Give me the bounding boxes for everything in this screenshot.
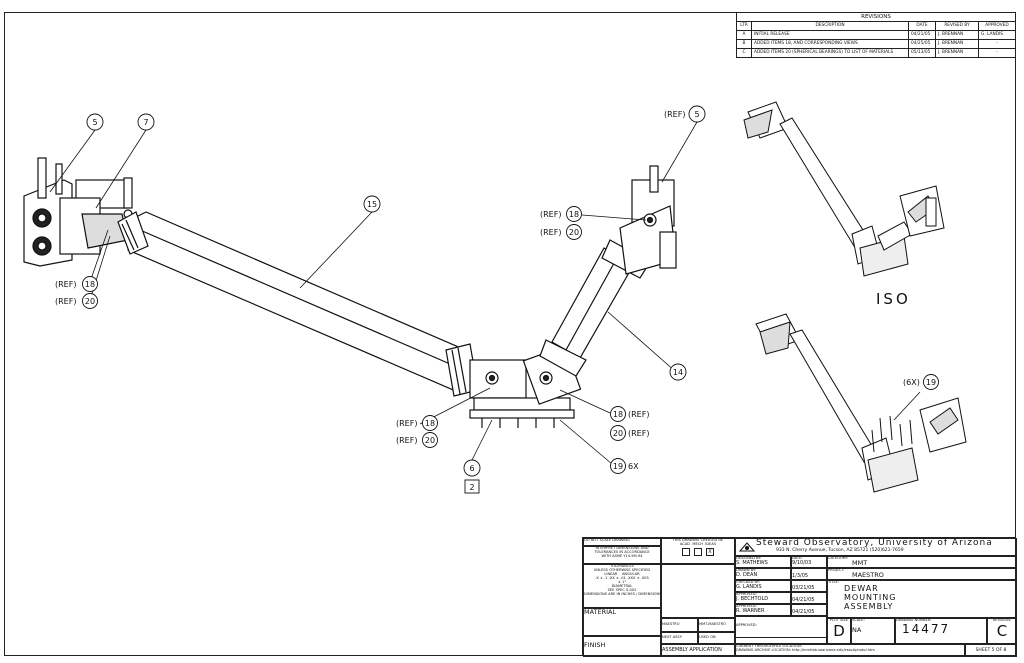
sheet-border [4,12,1016,656]
title-block: DO NOT SCALE DRAWING INTERPRET DIMENSION… [582,537,1017,657]
title-line-2: MOUNTING [844,592,897,602]
drawing-number-field: DRAWING NUMBER:14477 [895,618,987,644]
callout-2: 2 [469,483,474,492]
title-field: TITLE: DEWAR MOUNTING ASSEMBLY [827,580,1017,618]
ref-label: (REF) [396,436,417,445]
callout-5-right: 5 [694,110,699,119]
title-line-3: ASSEMBLY [844,601,894,611]
cad-created-in: THIS DRAWING CREATED IN: ACAD MECH IDEAS… [661,538,735,564]
approved-2-date: 04/21/05 [791,604,827,616]
checkbox-acad [682,547,690,556]
scale-field: SCALE:NA [851,618,895,644]
qty-6x: 6X [628,462,639,471]
rev-col-approved: APPROVED [978,21,1016,31]
project-field: PROJECT:MAESTRO [827,568,1017,580]
iso-view-top [743,101,945,277]
ref-label: (REF) [664,110,685,119]
material-field: MATERIAL [583,608,661,636]
callout-15: 15 [367,200,377,209]
project-cell-b: MMT-MAESTRO [698,618,735,632]
checked-by-field: CHECKED BY:G. LANDIS [735,580,791,592]
title-line-1: DEWAR [844,584,879,593]
iso-view-bottom [755,313,967,493]
right-mount-bracket [619,165,677,275]
project-cell-a: MAESTRO [661,618,698,632]
callout-18-right: 18 [569,210,579,219]
iso-label: ISO [876,290,911,308]
approved-1-date: 04/21/05 [791,592,827,604]
callout-7: 7 [143,118,148,127]
interpret-note: INTERPRET DIMENSIONS AND TOLERANCES IN A… [583,546,661,564]
revisions-title: REVISIONS [736,12,1016,22]
ref-label: (REF) [540,210,561,219]
ref-label: (REF) [628,410,649,419]
checked-date-field: 03/21/05 [791,580,827,592]
table-row: B ADDED ITEMS 18, AND CORRESPONDING VIEW… [736,39,1016,49]
ref-label: (REF) [55,297,76,306]
rev-col-revised-by: REVISED BY [935,21,979,31]
observatory-logo-icon [739,542,755,552]
designed-date-field: DATE:9/10/03 [791,556,827,568]
assembly-application-label: ASSEMBLY APPLICATION [661,644,735,657]
callout-18-lower: 18 [613,410,623,419]
callout-20-lower: 20 [613,429,623,438]
checkbox-mech [694,547,702,556]
long-strut-tube [117,211,479,397]
drawn-date-field: 1/3/05 [791,568,827,580]
callout-18-center: 18 [425,419,435,428]
callout-20-center: 20 [425,436,435,445]
rev-col-date: DATE [908,21,936,31]
callout-20-right: 20 [569,228,579,237]
callout-19: 19 [613,462,623,471]
file-location-field: CURRENT THROUGH/FILE LOCATION: DRAWING A… [735,644,965,657]
callout-19-iso: 19 [926,378,936,387]
approved-3-field: APPROVED: [735,616,827,638]
center-base-mount [469,345,582,428]
checkbox-ideas: X [706,547,714,556]
next-assy-label: NEXT ASSY [661,632,698,644]
rev-col-ltr: LTR [736,21,752,31]
blank-strip [735,638,827,644]
callout-14: 14 [673,368,683,377]
callout-5-left: 5 [92,118,97,127]
used-on-label: USED ON [698,632,735,644]
do-not-scale-note: DO NOT SCALE DRAWING [583,538,661,546]
ref-label: (REF) [540,228,561,237]
category-field: CATEGORY:MMT [827,556,1017,568]
callout-6: 6 [469,464,474,473]
drawn-by-field: DRAWN BY:D. DEAN [735,568,791,580]
table-row: C ADDED ITEMS 20 (SPHERICAL BEARINGS) TO… [736,48,1016,58]
approved-1-field: APPROVED:J. BECHTOLD [735,592,791,604]
cad-blank-area [661,564,735,618]
qty-6x-iso: (6X) [903,378,920,387]
sheet-number-field: SHEET 5 OF 8 [965,644,1017,657]
rev-col-description: DESCRIPTION [751,21,909,31]
table-row: A INITIAL RELEASE 04/21/05 J. BRENNAN G.… [736,30,1016,40]
revisions-table: REVISIONS LTR DESCRIPTION DATE REVISED B… [736,12,1016,58]
left-mount-bracket [23,157,133,267]
callout-20-left: 20 [85,297,95,306]
callout-18-left: 18 [85,280,95,289]
revision-field: REVISION:C [987,618,1017,644]
organization-header: Steward Observatory, University of Arizo… [735,538,1017,556]
ref-label: (REF) [396,419,417,428]
ref-label: (REF) [55,280,76,289]
approved-2-field: APPROVED:R. WARNER [735,604,791,616]
designed-by-field: DESIGNED BY:S. MATHEWS [735,556,791,568]
ref-label: (REF) [628,429,649,438]
tolerances-block: TOLERANCES UNLESS OTHERWISE SPECIFIED LI… [583,564,661,608]
finish-field: FINISH [583,636,661,657]
